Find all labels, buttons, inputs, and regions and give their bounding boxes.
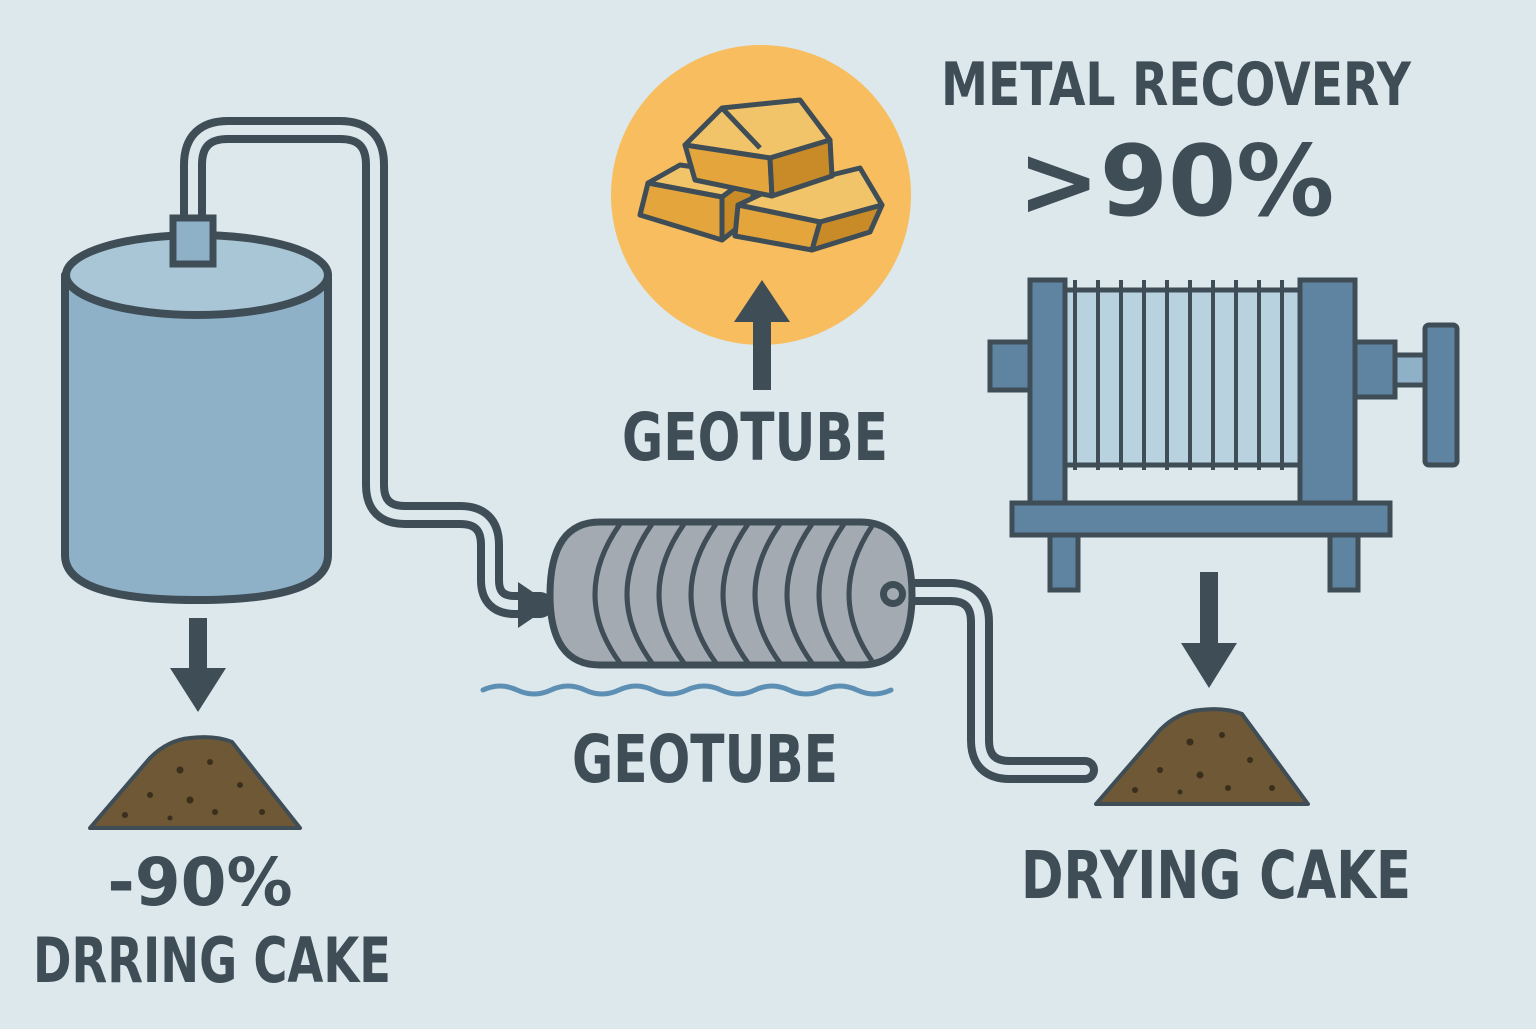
arrow-up-icon [734,280,790,390]
sludge-pile-icon [1094,707,1310,806]
metal-recovery-title: METAL RECOVERY [941,50,1412,120]
water-wave-icon [480,683,894,697]
storage-tank-icon [61,214,332,604]
left-cake-label: DRRING CAKE [33,924,391,997]
sludge-pile-icon [88,735,302,830]
metal-recovery-value: >90% [1018,125,1335,239]
right-cake-label: DRYING CAKE [1021,837,1411,914]
geotube-icon [546,518,916,669]
arrow-down-icon [170,618,226,712]
filter-press-icon [987,277,1460,593]
gold-bars-icon [637,97,885,253]
pipe-arrowhead [518,582,552,628]
tank-nozzle [169,214,217,268]
arrow-down-icon [1181,572,1237,688]
geotube-label-bottom: GEOTUBE [572,721,838,798]
pipe-geotube-to-cake [887,579,1098,783]
pipe-tank-to-geotube-inner [188,125,537,610]
left-percent-label: -90% [107,844,292,921]
geotube-label-top: GEOTUBE [622,399,888,476]
